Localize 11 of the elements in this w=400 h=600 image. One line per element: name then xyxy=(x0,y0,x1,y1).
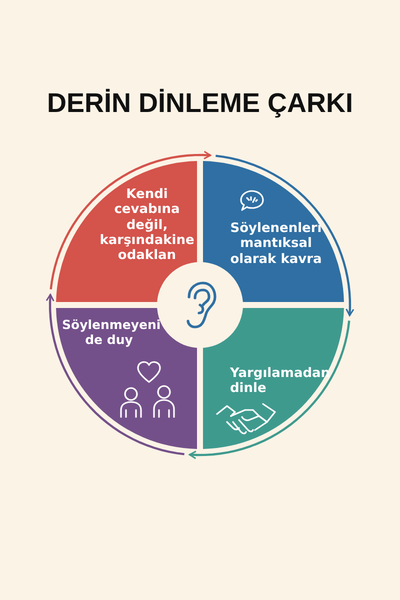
wheel-segment xyxy=(203,308,344,449)
title: DERİN DİNLEME ÇARKI xyxy=(46,88,354,119)
wheel-segment xyxy=(56,161,197,302)
cycle-arrow xyxy=(216,154,354,316)
wheel-segment xyxy=(56,308,197,449)
cycle-arrow xyxy=(50,150,212,290)
segment-text: Söylenenleri mantıksal olarak kavra xyxy=(229,221,323,267)
cycle-arrow xyxy=(188,320,350,460)
segment-text: Kendi cevabına değil, karşındakine odaklan xyxy=(98,187,196,264)
cycle-arrow xyxy=(46,294,184,456)
wheel-segment xyxy=(203,161,344,302)
